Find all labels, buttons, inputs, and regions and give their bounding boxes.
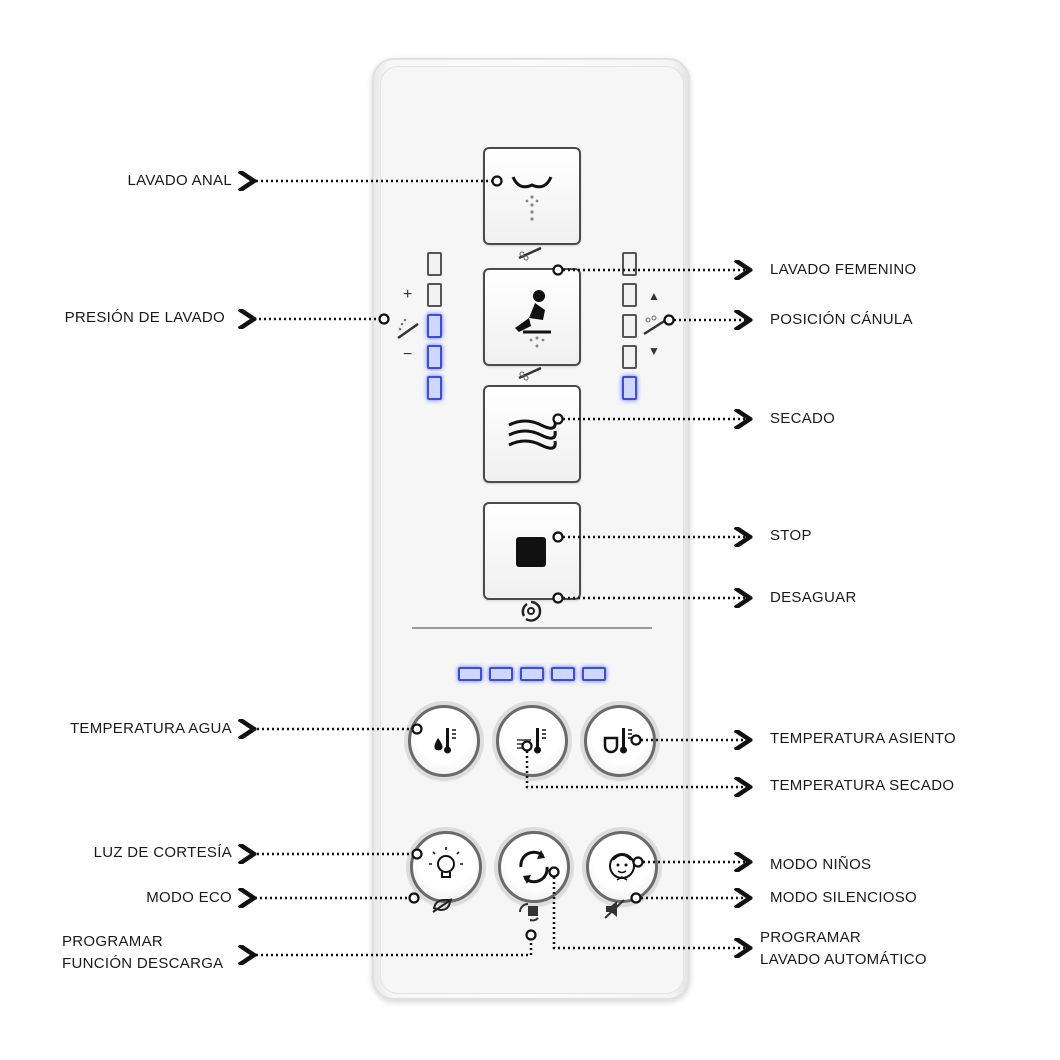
feminine-wash-button[interactable] — [483, 268, 581, 366]
pressure-minus: − — [403, 346, 413, 363]
eco-icon — [432, 898, 453, 913]
label-secado: SECADO — [770, 410, 836, 427]
label-modo-silencioso: MODO SILENCIOSO — [770, 889, 918, 906]
label-posicion-canula: POSICIÓN CÁNULA — [770, 311, 913, 328]
label-temperatura-secado: TEMPERATURA SECADO — [770, 777, 955, 794]
temperature-led-3 — [520, 667, 544, 681]
water-temp-icon — [434, 728, 456, 754]
label-programar-descarga-line1: PROGRAMAR — [62, 933, 164, 950]
light-icon — [429, 847, 463, 878]
pressure-plus: + — [403, 286, 413, 303]
auto-wash-button[interactable] — [498, 831, 570, 903]
pressure-icon — [397, 318, 419, 340]
label-lavado-anal: LAVADO ANAL — [127, 172, 232, 189]
label-temperatura-asiento: TEMPERATURA ASIENTO — [770, 730, 957, 747]
nozzle-clean-icon-2 — [518, 366, 542, 381]
pressure-led-4 — [427, 345, 442, 369]
water-temp-button[interactable] — [408, 705, 480, 777]
stop-icon — [516, 537, 546, 567]
position-led-2 — [622, 283, 637, 307]
courtesy-light-button[interactable] — [410, 831, 482, 903]
dry-icon — [508, 419, 557, 450]
temperature-led-2 — [489, 667, 513, 681]
position-up-arrow: ▲ — [648, 289, 660, 303]
leader-auto — [552, 872, 750, 948]
temperature-led-4 — [551, 667, 575, 681]
label-modo-eco: MODO ECO — [146, 889, 232, 906]
label-modo-ninos: MODO NIÑOS — [770, 856, 872, 873]
seat-temp-button[interactable] — [584, 705, 656, 777]
position-down-arrow: ▼ — [648, 344, 660, 358]
label-lavado-femenino: LAVADO FEMENINO — [770, 261, 917, 278]
auto-wash-icon — [519, 850, 549, 884]
label-stop: STOP — [770, 527, 812, 544]
pressure-led-2 — [427, 283, 442, 307]
nozzle-position-icon — [643, 315, 667, 336]
drain-icon — [521, 600, 542, 622]
label-temperatura-agua: TEMPERATURA AGUA — [69, 720, 232, 737]
child-mode-button[interactable] — [586, 831, 658, 903]
label-programar-descarga-line2: FUNCIÓN DESCARGA — [62, 955, 224, 972]
pressure-led-5 — [427, 376, 442, 400]
panel-divider — [412, 627, 652, 629]
position-led-3 — [622, 314, 637, 338]
rear-wash-icon — [511, 176, 553, 221]
label-programar-auto-line2: LAVADO AUTOMÁTICO — [760, 951, 927, 968]
rear-wash-button[interactable] — [483, 147, 581, 245]
label-luz-cortesia: LUZ DE CORTESÍA — [93, 844, 232, 861]
child-mode-icon — [609, 853, 635, 881]
label-programar-auto-line1: PROGRAMAR — [760, 929, 862, 946]
pressure-led-1 — [427, 252, 442, 276]
seat-temp-icon — [603, 728, 632, 754]
leader-temp-secado — [525, 746, 750, 787]
leader-descarga — [254, 938, 533, 955]
position-led-5 — [622, 376, 637, 400]
pressure-led-3 — [427, 314, 442, 338]
nozzle-clean-icon — [518, 246, 542, 261]
label-desaguar: DESAGUAR — [770, 589, 857, 606]
temperature-led-1 — [458, 667, 482, 681]
flush-program-icon — [519, 903, 539, 922]
dry-button[interactable] — [483, 385, 581, 483]
position-led-4 — [622, 345, 637, 369]
label-presion-lavado: PRESIÓN DE LAVADO — [64, 309, 225, 326]
mute-icon — [604, 899, 625, 919]
stop-button[interactable] — [483, 502, 581, 600]
temperature-led-5 — [582, 667, 606, 681]
feminine-wash-icon — [515, 290, 551, 348]
